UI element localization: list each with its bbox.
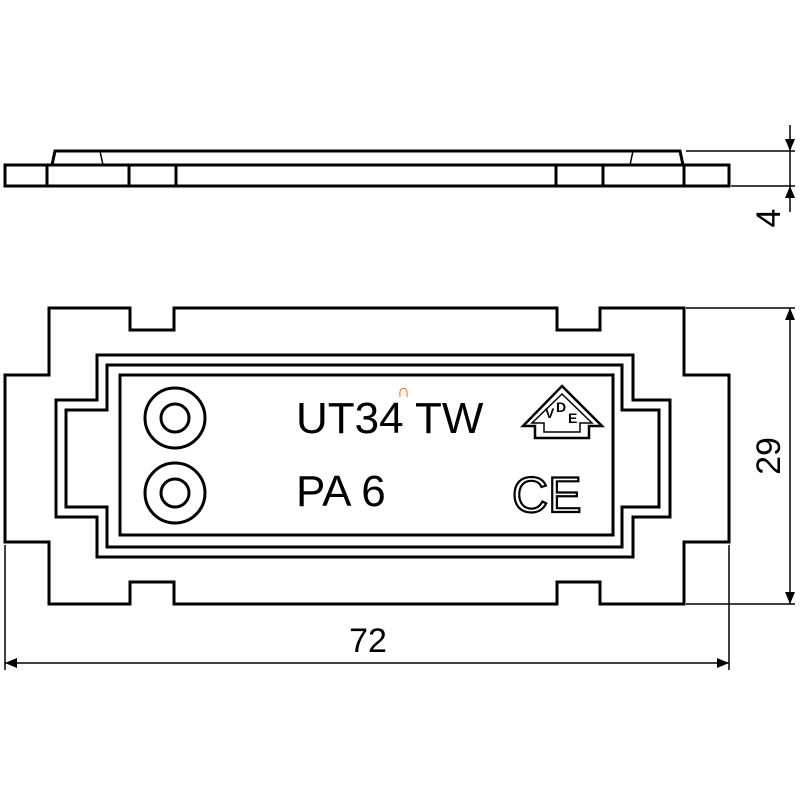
ce-mark: CE — [512, 467, 581, 523]
height-value: 29 — [750, 437, 788, 475]
height-dimension: 29 — [686, 307, 795, 605]
arrow-head — [5, 658, 17, 668]
arrow-head — [785, 186, 795, 198]
width-value: 72 — [349, 622, 387, 660]
mounting-hole-bottom-inner — [159, 477, 191, 509]
width-dimension: 72 — [4, 545, 730, 670]
top-view: UT34 TW PA 6 ∩ V D E CE — [3, 306, 731, 606]
thickness-dimension: 4 — [686, 125, 795, 227]
marker-glyph: ∩ — [397, 381, 410, 401]
thickness-value: 4 — [750, 209, 788, 228]
mounting-hole-top-inner — [159, 402, 191, 434]
vde-mark-inner — [530, 392, 594, 433]
vde-letter-d: D — [556, 399, 566, 415]
side-view-step-right — [629, 150, 634, 166]
arrow-head — [717, 658, 729, 668]
side-view-step-left — [99, 150, 104, 166]
arrow-head — [785, 592, 795, 604]
raised-frame-outer — [54, 353, 672, 559]
side-view-raised-top — [50, 149, 685, 167]
marking-line-2: PA 6 — [296, 467, 386, 516]
mounting-hole-bottom-outer — [143, 461, 207, 525]
plate-outline — [3, 306, 731, 606]
arrow-head — [785, 139, 795, 151]
side-view — [3, 149, 731, 188]
marking-line-1: UT34 TW — [296, 394, 484, 443]
vde-letter-e: E — [568, 410, 577, 426]
vde-mark-outline — [520, 384, 606, 440]
side-view-base-plate — [3, 163, 731, 188]
raised-frame-inner — [64, 363, 661, 549]
vde-mark-icon: V D E — [520, 384, 606, 440]
vde-letter-v: V — [545, 405, 555, 421]
mounting-hole-top-outer — [143, 386, 207, 450]
label-field — [118, 373, 615, 537]
arrow-head — [785, 308, 795, 320]
